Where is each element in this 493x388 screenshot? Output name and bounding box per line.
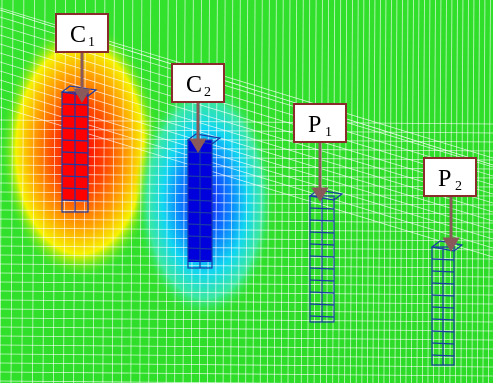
- arrows: [73, 52, 460, 252]
- arrowhead-c2: [189, 138, 207, 153]
- arrowhead-c1: [73, 88, 91, 103]
- arrowhead-p2: [442, 237, 460, 252]
- label-box-p1: [293, 103, 347, 143]
- label-c2-sub: 2: [204, 85, 211, 100]
- label-p1: P 1: [293, 103, 347, 143]
- label-box-p2: [423, 157, 477, 197]
- label-p2: P 2: [423, 157, 477, 197]
- label-p1-sub: 1: [325, 125, 332, 140]
- pile-p2: [430, 240, 464, 366]
- label-p2-sub: 2: [455, 179, 462, 194]
- label-box-c1: [55, 13, 109, 53]
- label-p1-main: P: [308, 112, 321, 138]
- label-c1-sub: 1: [88, 35, 95, 50]
- label-box-c2: [171, 63, 225, 103]
- label-c2: C 2: [171, 63, 225, 103]
- label-c2-main: C: [186, 72, 202, 98]
- label-c1-main: C: [70, 22, 86, 48]
- label-p2-main: P: [438, 166, 451, 192]
- piles: [60, 85, 464, 366]
- label-c1: C 1: [55, 13, 109, 53]
- arrowhead-p1: [311, 187, 329, 202]
